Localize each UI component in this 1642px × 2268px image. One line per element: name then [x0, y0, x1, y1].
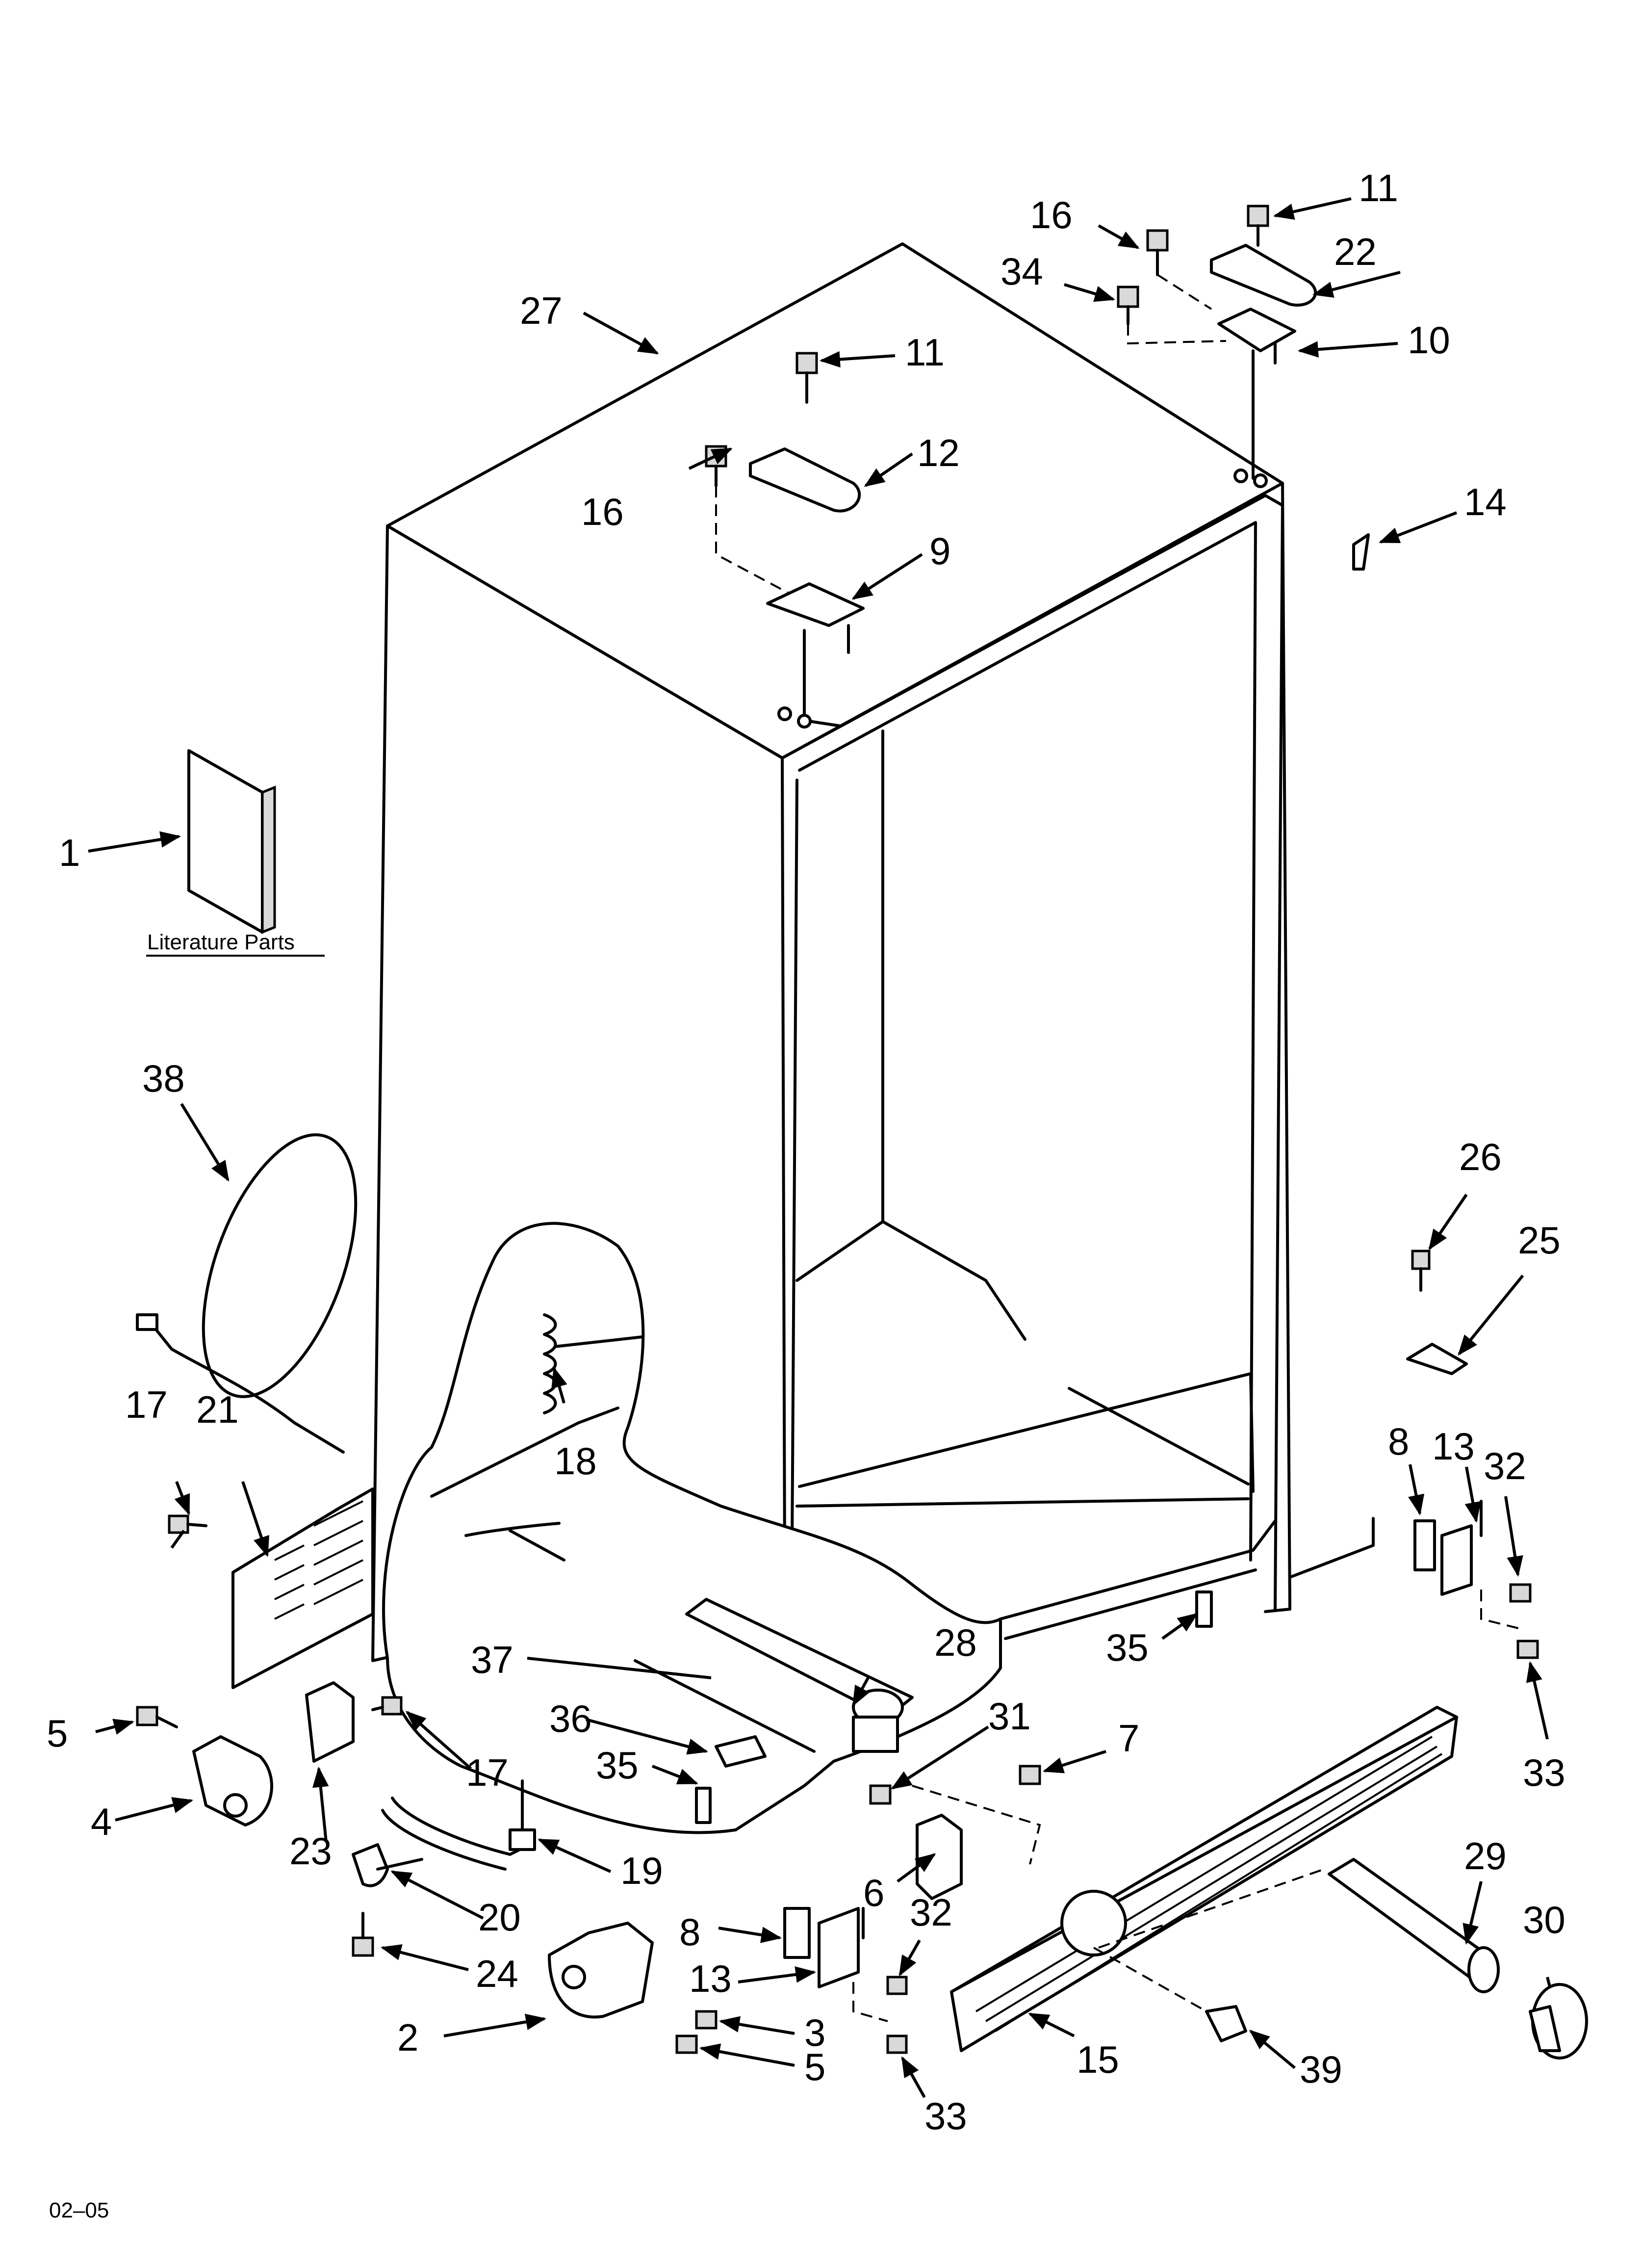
- leveling-leg-lower: [548, 1922, 654, 2019]
- clip: [1352, 533, 1370, 571]
- callout-33-right: 33: [1523, 1751, 1565, 1794]
- lower-hinge-center: [783, 1907, 908, 2054]
- screw-5-upper: [136, 1706, 178, 1728]
- callout-38: 38: [142, 1057, 185, 1100]
- water-filter: [1328, 1858, 1500, 1993]
- insulation-pad: [715, 1735, 767, 1768]
- callout-25: 25: [1518, 1219, 1561, 1262]
- callout-7: 7: [1118, 1717, 1139, 1760]
- callout-12: 12: [917, 431, 960, 474]
- callout-9: 9: [929, 529, 950, 573]
- callout-39: 39: [1300, 2048, 1342, 2091]
- rear-access-panel: [231, 1487, 374, 1689]
- callout-34: 34: [1001, 250, 1043, 293]
- callout-35-right: 35: [1106, 1626, 1149, 1669]
- hinge-cover-left: [749, 447, 861, 513]
- callout-15: 15: [1077, 2038, 1119, 2081]
- callout-17-upper: 17: [125, 1383, 168, 1426]
- hinge-shim: [1406, 1343, 1468, 1375]
- callout-30: 30: [1523, 1898, 1565, 1941]
- base-grille: [950, 1706, 1458, 2052]
- callout-11-right: 11: [1359, 166, 1398, 209]
- callout-18: 18: [554, 1439, 597, 1483]
- callout-26: 26: [1459, 1135, 1502, 1178]
- water-valve-bracket: [305, 1681, 355, 1763]
- literature-parts-booklet: [187, 749, 276, 934]
- callout-2: 2: [397, 2016, 418, 2059]
- screw-17-upper: [168, 1514, 207, 1534]
- top-hinge-bracket-left: [766, 582, 865, 729]
- hinge-cover-right: [1210, 244, 1317, 307]
- callout-21: 21: [196, 1388, 239, 1431]
- callout-14: 14: [1464, 480, 1507, 523]
- toe-grille-bracket: [916, 1814, 963, 1900]
- leader-lines: [88, 197, 1551, 2098]
- callout-22: 22: [1334, 230, 1377, 273]
- callout-32-center: 32: [910, 1891, 952, 1934]
- screw-31: [869, 1784, 892, 1805]
- drain-tube: [634, 1659, 816, 1753]
- callout-17-lower: 17: [466, 1751, 509, 1794]
- callout-33-center: 33: [924, 2094, 967, 2138]
- screw-24: [352, 1912, 374, 1957]
- callout-35-left: 35: [596, 1744, 639, 1787]
- revision-code: 02–05: [49, 2198, 109, 2222]
- filter-cap: [1529, 1983, 1588, 2059]
- screw-26: [1411, 1250, 1431, 1292]
- callout-36: 36: [549, 1697, 592, 1740]
- callout-24: 24: [476, 1952, 518, 1995]
- callout-labels: 1 2 3 4 5 5 6 7 8 8 9 10 11 11 12 13 13 …: [47, 166, 1565, 2138]
- callout-16-left: 16: [581, 490, 624, 533]
- screw-5-lower: [675, 2034, 698, 2054]
- callout-11-left: 11: [905, 331, 945, 374]
- callout-23: 23: [289, 1829, 332, 1873]
- callout-3: 3: [804, 2011, 825, 2054]
- callout-37: 37: [471, 1638, 513, 1681]
- screw-3: [695, 2010, 718, 2030]
- callout-31: 31: [988, 1694, 1031, 1738]
- callout-6: 6: [863, 1871, 884, 1914]
- filter-bypass-plug: [1205, 2005, 1247, 2042]
- callout-13-right: 13: [1432, 1425, 1475, 1468]
- callout-8-right: 8: [1388, 1420, 1409, 1463]
- callout-29: 29: [1464, 1834, 1507, 1877]
- callout-4: 4: [91, 1800, 112, 1843]
- callout-28: 28: [934, 1621, 977, 1664]
- shim-bracket-left: [695, 1787, 712, 1824]
- callout-5-upper: 5: [47, 1712, 68, 1755]
- callout-1: 1: [59, 831, 80, 874]
- callout-16-right: 16: [1030, 193, 1073, 236]
- callout-8-center: 8: [679, 1910, 700, 1954]
- drain-spring: [543, 1313, 557, 1414]
- screw-17-lower: [371, 1696, 403, 1716]
- tube-clamp: [352, 1843, 423, 1887]
- lower-hinge-right: [1413, 1500, 1539, 1659]
- shim-bracket-right: [1195, 1590, 1213, 1628]
- power-cord: [136, 1133, 358, 1454]
- callout-5-lower: 5: [804, 2045, 825, 2088]
- callout-19: 19: [620, 1849, 663, 1892]
- callout-20: 20: [478, 1896, 521, 1939]
- callout-13-center: 13: [689, 1957, 732, 2000]
- water-tube: [381, 1779, 536, 1871]
- callout-32-right: 32: [1484, 1444, 1526, 1487]
- leveling-leg-left: [192, 1735, 273, 1826]
- callout-10: 10: [1408, 318, 1450, 362]
- callout-27: 27: [520, 289, 563, 332]
- top-hinge-bracket-right: [1217, 308, 1296, 488]
- screw-7: [1019, 1765, 1041, 1785]
- literature-parts-label: Literature Parts: [147, 930, 295, 954]
